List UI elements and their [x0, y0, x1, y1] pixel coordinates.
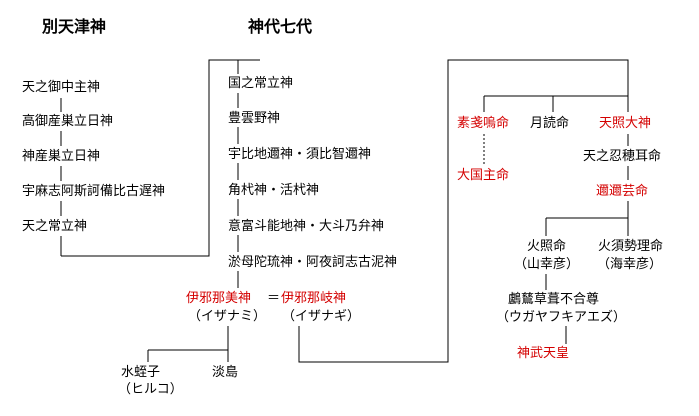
deity-takamimusubi: 高御産巣立日神	[22, 114, 114, 129]
deity-awashima: 淡島	[212, 365, 239, 380]
deity-hiruko: 水蛭子	[121, 365, 161, 380]
izanami-reading: （イザナミ）	[188, 309, 267, 324]
ugaya-reading: （ウガヤフキアエズ）	[496, 310, 627, 325]
deity-kuni-no-tokotachi: 国之常立神	[228, 76, 294, 91]
deity-omodaru-ayakashikone: 淤母陀琉神・阿夜訶志古泥神	[228, 255, 398, 270]
hosuseri-reading: （海幸彦）	[597, 257, 663, 272]
deity-uhijini-suhijini: 宇比地邇神・須比智邇神	[228, 147, 372, 162]
deity-susanoo: 素戔嗚命	[457, 116, 510, 131]
hoderi-reading: （山幸彦）	[514, 257, 580, 272]
deity-izanagi: 伊邪那岐神	[281, 291, 347, 306]
bracket-connector	[61, 59, 260, 257]
deity-izanami: 伊邪那美神	[186, 291, 252, 306]
deity-jimmu: 神武天皇	[517, 346, 570, 361]
marriage-sign: ＝	[267, 291, 281, 306]
izanagi-reading: （イザナギ）	[282, 309, 361, 324]
deity-ootonoji-ootonobe: 意富斗能地神・大斗乃弁神	[228, 219, 385, 234]
deity-tsunoguhi-ikuguhi: 角杙神・活杙神	[228, 183, 320, 198]
deity-ninigi: 邇邇芸命	[596, 184, 649, 199]
deity-ame-no-minakanushi: 天之御中主神	[22, 80, 101, 95]
deity-hosuseri: 火須勢理命	[598, 239, 664, 254]
deity-ugayafukiaezu: 鸕鶿草葺不合尊	[508, 292, 600, 307]
deity-amaterasu: 天照大神	[599, 116, 652, 131]
heading-kamiyo-nanayo: 神代七代	[248, 17, 313, 36]
hiruko-reading: （ヒルコ）	[118, 382, 183, 397]
deity-oshihomimi: 天之忍穂耳命	[583, 149, 662, 164]
deity-toyokumono: 豊雲野神	[228, 111, 281, 126]
deity-hoderi: 火照命	[527, 239, 567, 254]
heading-betsu-amatsukami: 別天津神	[42, 17, 107, 36]
deity-kamimusubi: 神産巣立日神	[22, 149, 101, 164]
deity-umashiashikabihikoji: 宇麻志阿斯訶備比古遅神	[22, 184, 166, 199]
deity-tsukuyomi: 月読命	[530, 116, 570, 131]
deity-ame-no-tokotachi: 天之常立神	[22, 219, 88, 234]
deity-okuninushi: 大国主命	[457, 168, 510, 183]
bracket-connector	[298, 59, 629, 363]
